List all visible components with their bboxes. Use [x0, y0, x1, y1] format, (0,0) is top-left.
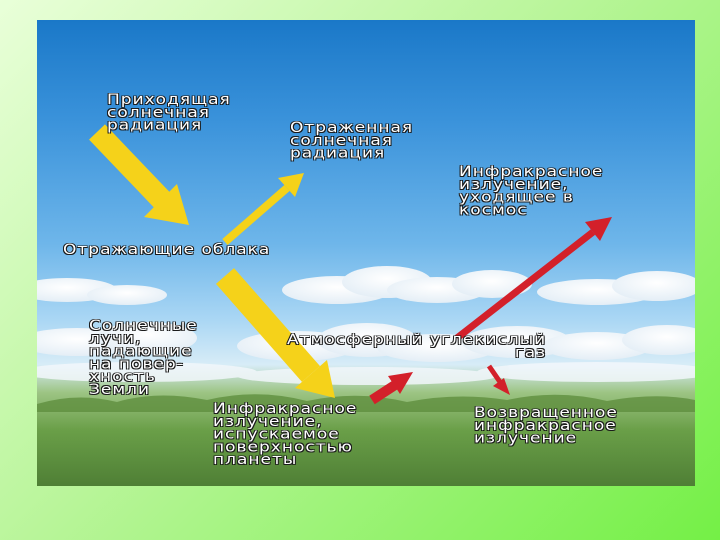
label-reflecting-clouds: Отражающие облака	[63, 244, 270, 257]
cloud-band-upper	[37, 266, 695, 305]
label-atmospheric-co2: Атмосферный углекислый газ	[287, 334, 546, 360]
diagram-panel: Приходящая солнечная радиация Отраженная…	[37, 20, 695, 486]
label-ir-to-space: Инфракрасное излучение, уходящее в космо…	[459, 166, 603, 217]
label-incoming-radiation: Приходящая солнечная радиация	[107, 94, 231, 132]
incoming-solar-arrow	[97, 132, 189, 225]
label-solar-rays-surface: Солнечные лучи, падающие на повер- хност…	[89, 320, 198, 397]
label-returned-ir: Возвращенное инфракрасное излучение	[474, 407, 618, 445]
reflected-solar-arrow	[225, 173, 304, 242]
label-ir-from-surface: Инфракрасное излучение, испускаемое пове…	[213, 403, 357, 467]
label-reflected-radiation: Отраженная солнечная радиация	[290, 122, 413, 160]
